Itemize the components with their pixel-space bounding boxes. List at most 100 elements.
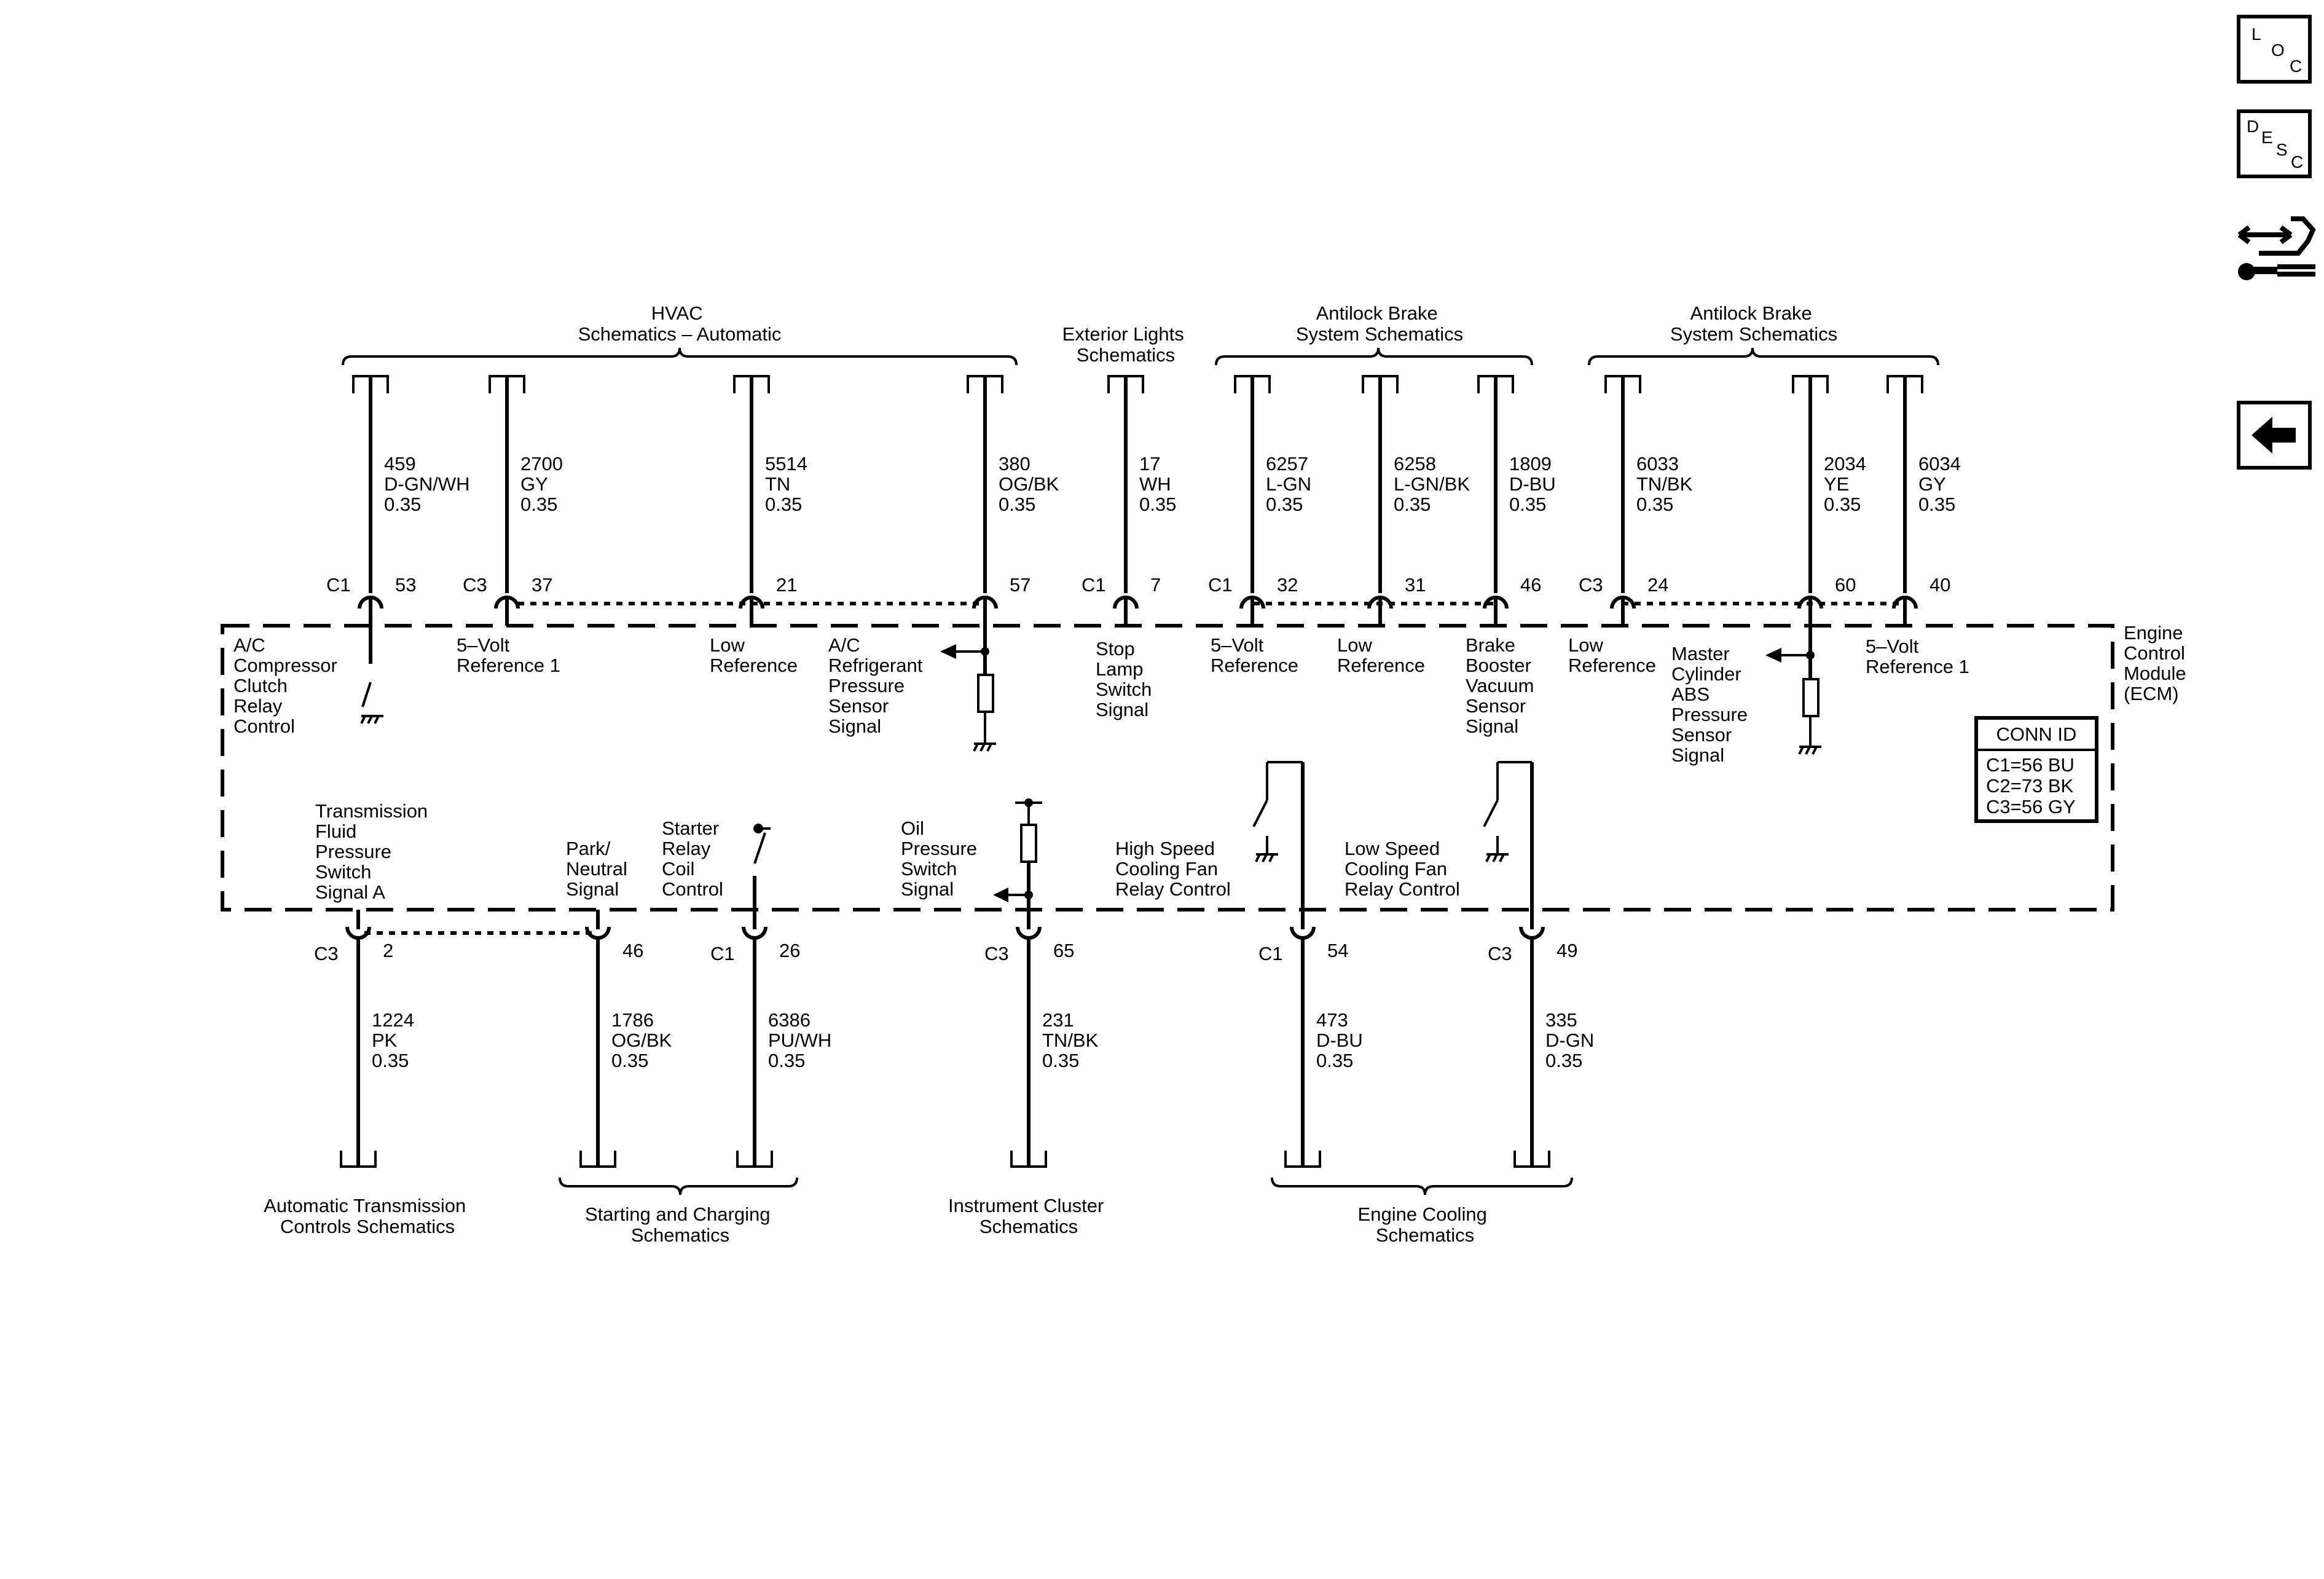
loc-letter: L xyxy=(2251,25,2261,44)
bottom-group-title-auto-trans[interactable]: Automatic Transmission Controls Schemati… xyxy=(264,1195,471,1237)
connector-id: C1 xyxy=(1258,943,1283,964)
conn-id-row: C3=56 GY xyxy=(1986,796,2076,817)
top-brace-abs-2 xyxy=(1588,347,1939,366)
pin-number: 53 xyxy=(395,574,416,596)
pin-number: 40 xyxy=(1929,574,1950,596)
pin-number: 32 xyxy=(1277,574,1298,596)
connector-id: C3 xyxy=(984,943,1009,964)
high-speed-fan-relay-symbol xyxy=(1252,761,1305,910)
pin-number: 49 xyxy=(1557,940,1577,961)
pin-number: 65 xyxy=(1053,940,1074,961)
pin-number: 2 xyxy=(383,940,393,961)
pin-number: 31 xyxy=(1405,574,1426,596)
connector-id: C3 xyxy=(1488,943,1512,964)
ecm-name: Engine Control Module (ECM) xyxy=(2124,622,2191,704)
oil-pressure-switch-symbol xyxy=(993,798,1042,910)
conn-id-row: C2=73 BK xyxy=(1986,775,2074,797)
bottom-group-title-engine-cooling[interactable]: Engine Cooling Schematics xyxy=(1358,1203,1493,1246)
connector-id: C1 xyxy=(710,943,735,964)
bottom-group-title-instrument-cluster[interactable]: Instrument Cluster Schematics xyxy=(948,1195,1109,1237)
top-brace-abs-1 xyxy=(1215,347,1533,366)
top-group-title-exterior-lights[interactable]: Exterior Lights Schematics xyxy=(1062,323,1190,366)
connector-link-icon[interactable] xyxy=(2234,203,2320,289)
top-group-title-abs-2[interactable]: Antilock Brake System Schematics xyxy=(1670,302,1837,345)
pin-number: 26 xyxy=(779,940,800,961)
back-button[interactable] xyxy=(2237,401,2312,470)
pin-number: 57 xyxy=(1010,574,1030,596)
ac-clutch-relay-switch-symbol xyxy=(360,615,383,724)
bottom-brace-cooling xyxy=(1271,1177,1573,1195)
top-group-title-hvac[interactable]: HVAC Schematics – Automatic xyxy=(578,302,782,345)
connector-id: C3 xyxy=(1579,574,1603,596)
low-speed-fan-relay-symbol xyxy=(1483,761,1534,910)
connector-id: C1 xyxy=(326,574,351,596)
connector-id: C3 xyxy=(314,943,339,964)
pin-number: 46 xyxy=(622,940,643,961)
top-group-title-abs-1[interactable]: Antilock Brake System Schematics xyxy=(1296,302,1463,345)
pin-number: 54 xyxy=(1327,940,1348,961)
top-brace-hvac xyxy=(342,347,1018,366)
pin-number: 7 xyxy=(1150,574,1161,596)
conn-id-box: CONN ID C1=56 BU C2=73 BK C3=56 GY xyxy=(1974,716,2098,823)
desc-letter: C xyxy=(2291,152,2304,171)
desc-letter: E xyxy=(2261,128,2273,147)
desc-letter: D xyxy=(2247,117,2259,136)
connector-id: C1 xyxy=(1082,574,1106,596)
loc-button[interactable]: L O C xyxy=(2237,15,2312,84)
ac-refrigerant-sensor-symbol xyxy=(940,615,996,752)
loc-letter: O xyxy=(2271,41,2285,60)
bottom-brace-starting xyxy=(559,1177,798,1195)
ecm-boundary xyxy=(221,624,2114,912)
bottom-group-title-starting-charging[interactable]: Starting and Charging Schematics xyxy=(585,1203,775,1246)
conn-id-title: CONN ID xyxy=(1996,723,2077,745)
abs-pressure-sensor-symbol xyxy=(1765,615,1821,755)
desc-button[interactable]: D E S C xyxy=(2237,109,2312,178)
pin-number: 21 xyxy=(776,574,797,596)
back-arrow-icon xyxy=(2251,417,2296,454)
desc-letter: S xyxy=(2276,140,2288,159)
